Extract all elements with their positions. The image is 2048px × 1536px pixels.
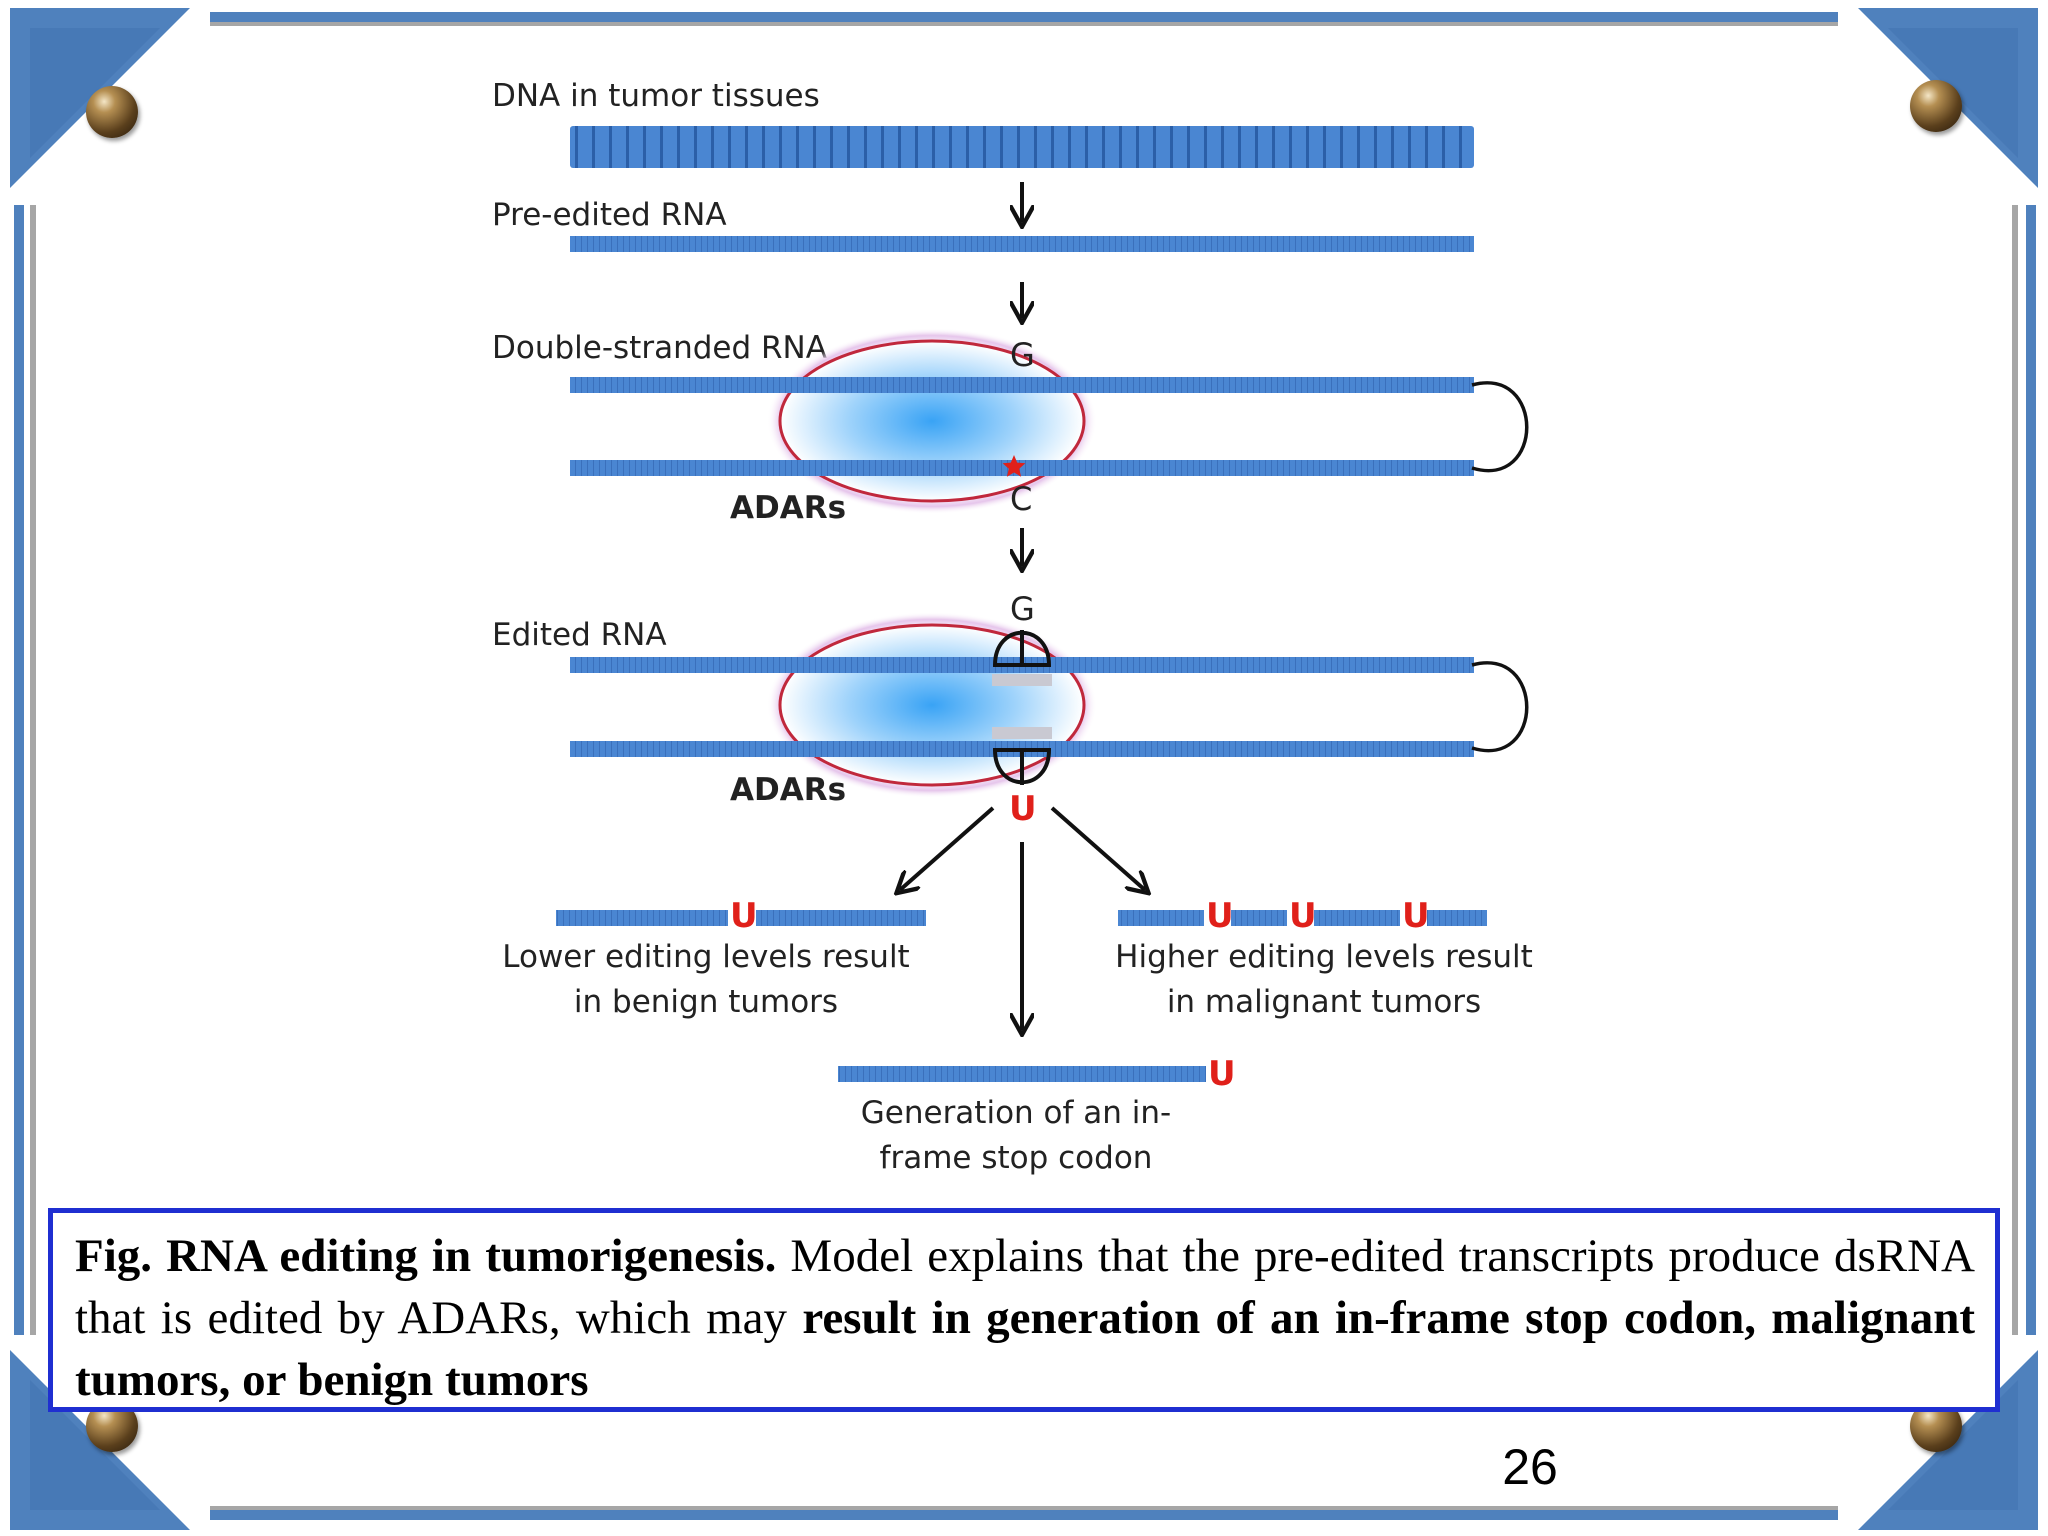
adars-label-1: ADARs xyxy=(730,490,846,526)
edited-gap-top xyxy=(992,674,1052,686)
pre-edited-rna-label: Pre-edited RNA xyxy=(492,197,727,233)
dsrna-top-strand xyxy=(570,377,1474,393)
malignant-rna-strand-2 xyxy=(1231,910,1287,926)
adars-enzyme-1 xyxy=(778,339,1086,503)
bead-top-right xyxy=(1910,80,1962,132)
nucleotide-u-malignant-1: U xyxy=(1206,896,1234,936)
malignant-rna-strand-1 xyxy=(1118,910,1204,926)
adars-label-2: ADARs xyxy=(730,772,846,808)
frame-right-bar-shadow xyxy=(2012,205,2018,1335)
malignant-rna-strand-4 xyxy=(1427,910,1487,926)
caption-bold-tail: result in generation of an in-frame stop… xyxy=(75,1292,1975,1406)
benign-caption-line2: in benign tumors xyxy=(574,984,838,1020)
edited-gap-bottom xyxy=(992,727,1052,739)
stop-codon-caption-line1: Generation of an in- xyxy=(861,1095,1171,1131)
caption-text: Model explains that the pre-edited trans… xyxy=(75,1230,1975,1344)
double-stranded-rna-label: Double-stranded RNA xyxy=(492,330,827,366)
frame-left-bar-shadow xyxy=(30,205,36,1335)
editing-site-star xyxy=(1002,455,1026,477)
malignant-caption-line1: Higher editing levels result xyxy=(1115,939,1533,975)
dna-double-helix xyxy=(570,126,1474,168)
dsrna-hairpin-loop xyxy=(1471,381,1529,473)
nucleotide-u-edited: U xyxy=(1009,789,1037,829)
frame-right-bar xyxy=(2026,205,2036,1335)
adars-enzyme-2 xyxy=(778,623,1086,787)
frame-bottom-bar-shadow xyxy=(210,1506,1838,1510)
nucleotide-u-malignant-2: U xyxy=(1289,896,1317,936)
nucleotide-c: C xyxy=(1010,480,1032,518)
benign-caption-line1: Lower editing levels result xyxy=(502,939,909,975)
nucleotide-g-edited: G xyxy=(1010,590,1035,628)
frame-left-bar xyxy=(14,205,24,1335)
caption-bold-lead: Fig. RNA editing in tumorigenesis. xyxy=(75,1230,777,1282)
malignant-rna-strand-3 xyxy=(1314,910,1400,926)
frame-top-bar-shadow xyxy=(210,22,1838,26)
nucleotide-u-benign: U xyxy=(730,896,758,936)
nucleotide-g-top: G xyxy=(1010,336,1035,374)
nucleotide-u-malignant-3: U xyxy=(1402,896,1430,936)
benign-rna-strand-left xyxy=(556,910,728,926)
arrow-to-benign xyxy=(900,806,995,890)
frame-bottom-bar xyxy=(210,1510,1838,1520)
bead-top-left xyxy=(86,86,138,138)
dna-label: DNA in tumor tissues xyxy=(492,78,820,114)
stop-codon-rna-strand xyxy=(838,1066,1206,1082)
stop-codon-caption-line2: frame stop codon xyxy=(880,1140,1153,1176)
edited-rna-label: Edited RNA xyxy=(492,617,667,653)
slide-page-number: 26 xyxy=(1502,1439,1558,1495)
malignant-caption-line2: in malignant tumors xyxy=(1167,984,1481,1020)
edited-hairpin-loop xyxy=(1471,661,1529,753)
pre-edited-rna-strand xyxy=(570,236,1474,252)
edited-site-clamp-top xyxy=(992,630,1052,667)
figure-caption: Fig. RNA editing in tumorigenesis. Model… xyxy=(48,1208,2000,1412)
edited-site-clamp-bottom xyxy=(992,748,1052,785)
benign-rna-strand-right xyxy=(756,910,926,926)
dsrna-bottom-strand xyxy=(570,460,1474,476)
frame-top-bar xyxy=(210,12,1838,22)
nucleotide-u-stop: U xyxy=(1208,1054,1236,1094)
arrow-to-malignant xyxy=(1050,806,1145,890)
